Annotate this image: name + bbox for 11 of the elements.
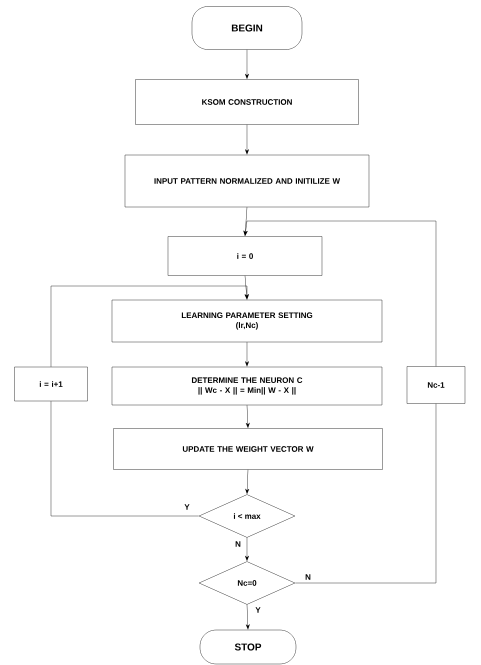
arrow: [50, 286, 249, 367]
arrow: [245, 124, 249, 154]
arrow: [244, 220, 436, 366]
arrow: [245, 538, 249, 561]
arrow: [245, 470, 250, 494]
arrow: [246, 405, 250, 428]
arrow: [245, 50, 249, 79]
arrow: [246, 604, 250, 630]
terminal-box: STOP: [200, 630, 296, 664]
terminal-box: BEGIN: [192, 6, 302, 50]
arrow: [245, 342, 249, 366]
